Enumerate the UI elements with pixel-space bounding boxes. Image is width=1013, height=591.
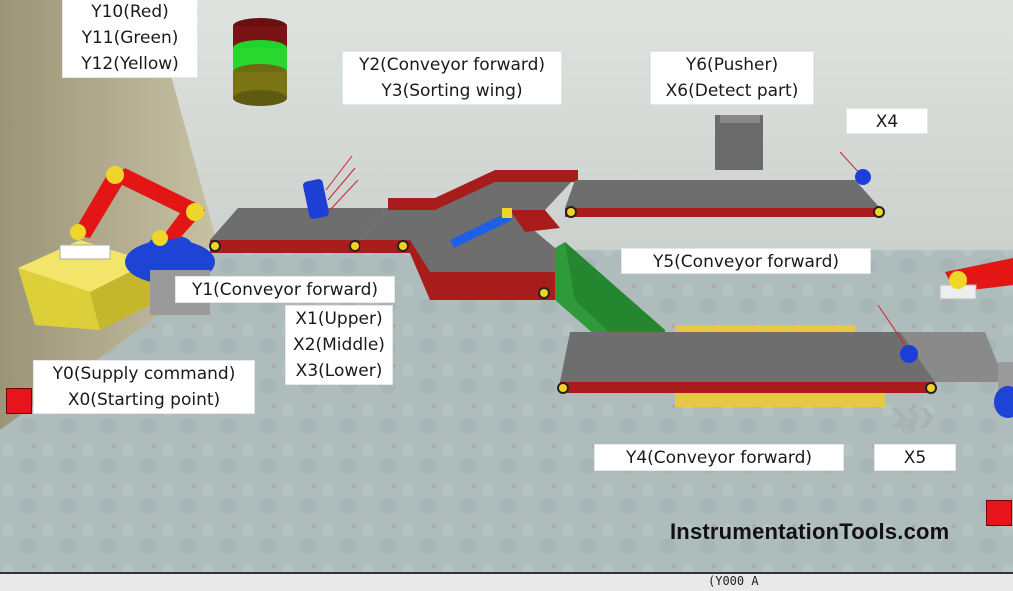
upper-conveyor — [565, 180, 885, 218]
direction-arrows-icon — [892, 408, 934, 428]
watermark: InstrumentationTools.com — [670, 519, 950, 544]
supply-label: Y0(Supply command) X0(Starting point) — [33, 360, 255, 414]
indicator-red-button[interactable] — [986, 500, 1012, 526]
x5-label: X5 — [874, 444, 956, 471]
right-robot-arm-icon — [939, 258, 1013, 418]
tower-red-label: Y10(Red) — [91, 2, 169, 22]
supply-command-button[interactable] — [6, 388, 32, 414]
y5-label: Y5(Conveyor forward) — [621, 248, 871, 274]
x1-label: X1(Upper) — [295, 309, 383, 329]
x4-sensor-icon — [839, 151, 871, 185]
x0-label: X0(Starting point) — [67, 390, 221, 410]
height-sensor-icon — [303, 155, 359, 219]
lower-conveyor — [557, 325, 1005, 407]
sorting-conveyor — [360, 170, 578, 300]
stack-light-label: Y10(Red) Y11(Green) Y12(Yellow) — [62, 0, 198, 78]
y0-label: Y0(Supply command) — [52, 364, 236, 384]
sorter-label: Y2(Conveyor forward) Y3(Sorting wing) — [342, 51, 562, 105]
sorting-wing-icon — [450, 208, 512, 248]
pusher-label: Y6(Pusher) X6(Detect part) — [650, 51, 814, 105]
y2-label: Y2(Conveyor forward) — [358, 55, 546, 75]
pusher-icon — [715, 115, 763, 170]
y6-label: Y6(Pusher) — [685, 55, 779, 75]
x3-label: X3(Lower) — [295, 361, 383, 381]
status-text: (Y000 A — [708, 574, 759, 588]
y3-label: Y3(Sorting wing) — [381, 81, 523, 101]
tower-yellow-label: Y12(Yellow) — [81, 54, 179, 74]
status-bar: (Y000 A — [0, 572, 1013, 591]
height-sensors-label: X1(Upper) X2(Middle) X3(Lower) — [285, 305, 393, 385]
x5-sensor-icon — [877, 304, 918, 363]
supply-conveyor — [209, 208, 390, 253]
x4-label: X4 — [846, 108, 928, 134]
stack-light-icon — [233, 18, 287, 106]
y4-label: Y4(Conveyor forward) — [594, 444, 844, 471]
x6-label: X6(Detect part) — [665, 81, 799, 101]
y1-label: Y1(Conveyor forward) — [175, 276, 395, 303]
x2-label: X2(Middle) — [293, 335, 385, 355]
tower-green-label: Y11(Green) — [81, 28, 179, 48]
